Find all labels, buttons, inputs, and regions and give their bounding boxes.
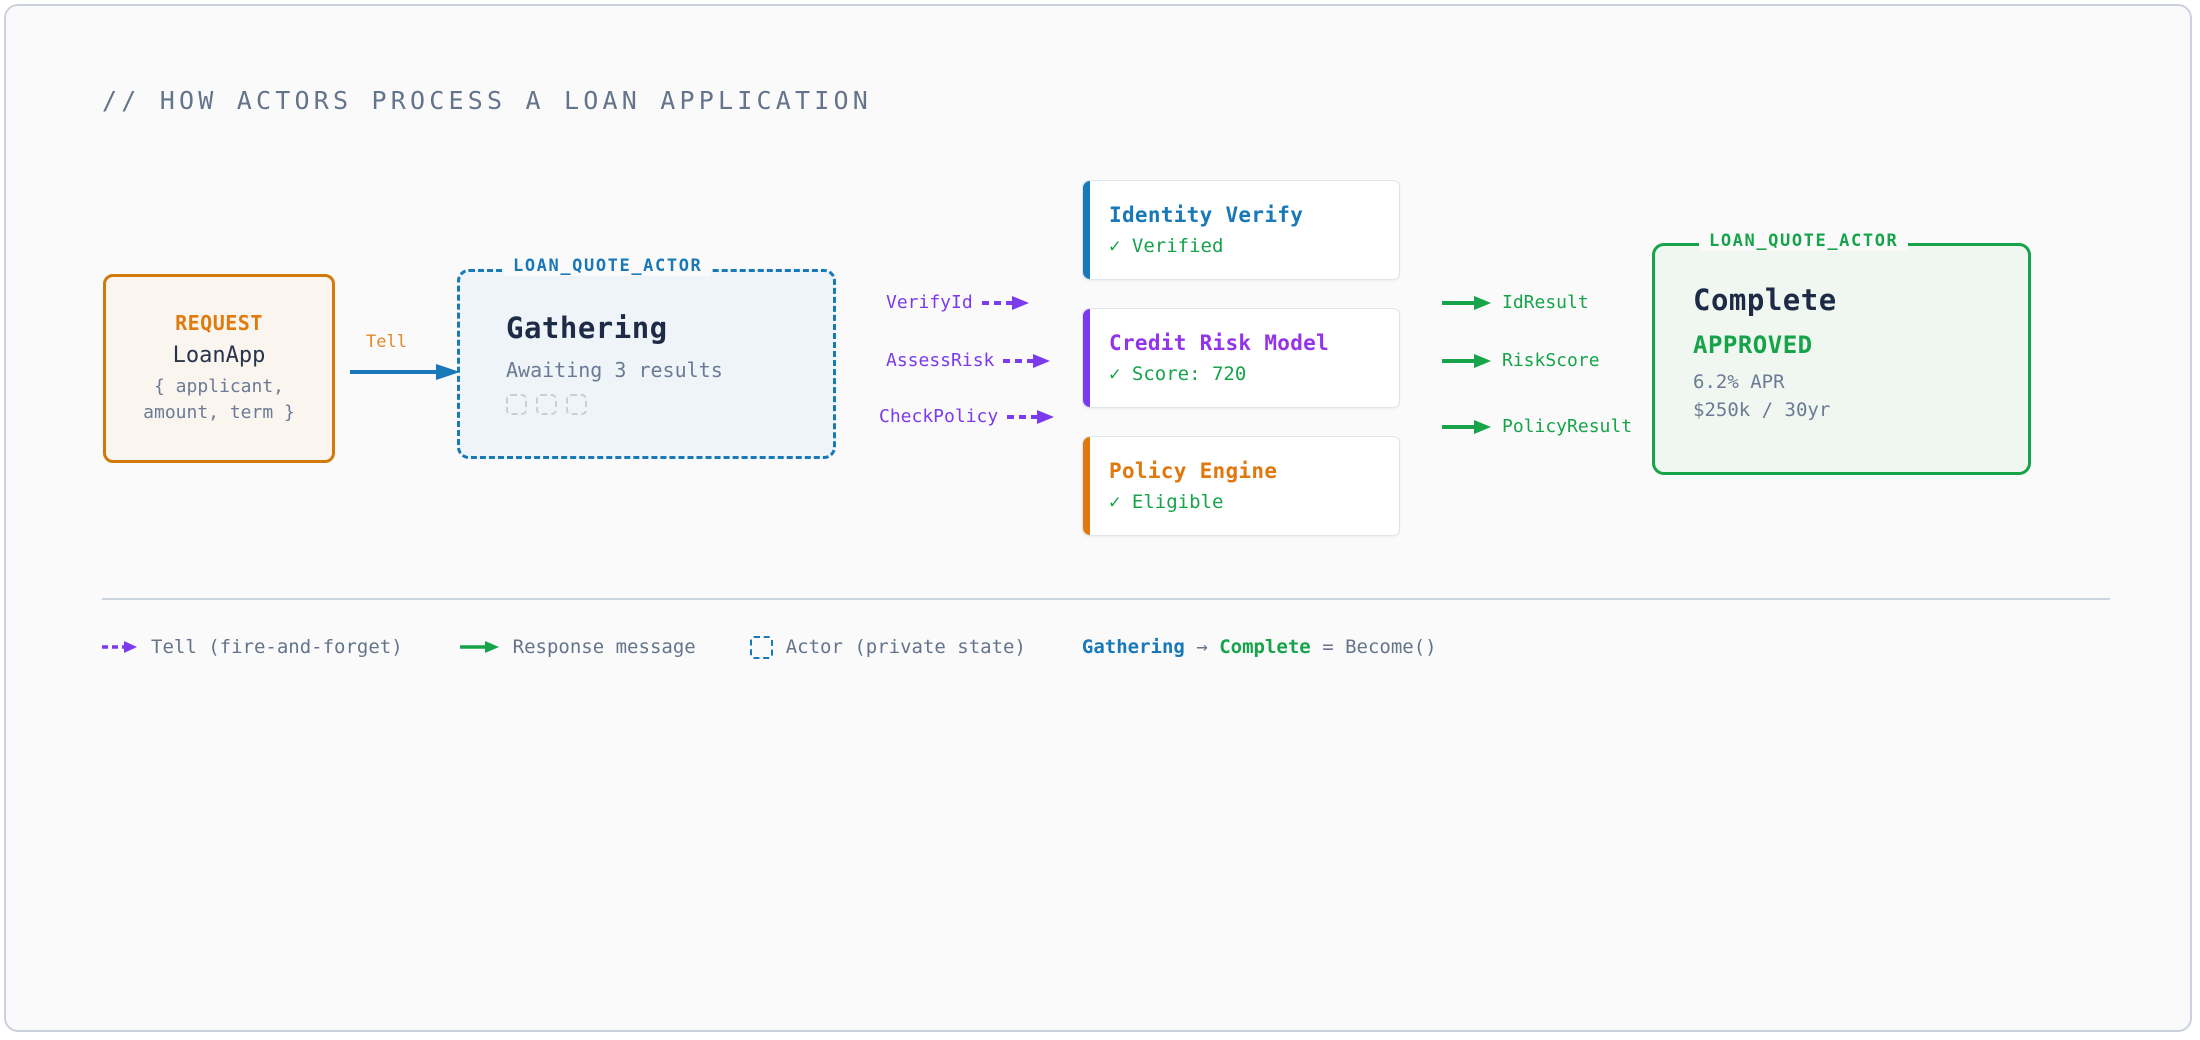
legend-item-become: Gathering → Complete = Become() [1082,636,1437,658]
worker-result: ✓ Score: 720 [1109,363,1247,385]
legend-label-response: Response message [512,636,696,658]
tell-arrow-icon [350,364,460,380]
diagram-canvas: // HOW ACTORS PROCESS A LOAN APPLICATION… [4,4,2192,1032]
decision-badge: APPROVED [1693,331,1813,359]
tell-message-assessrisk: AssessRisk [886,350,1051,371]
worker-card-policy-engine: Policy Engine ✓ Eligible [1082,436,1400,536]
pending-slot [566,394,587,415]
request-kind-label: REQUEST [175,310,263,335]
dashed-square-icon [749,635,773,659]
legend-divider [102,598,2110,600]
legend-become-equation: = Become() [1322,636,1437,658]
legend-state-from: Gathering [1081,636,1185,658]
actor-state-complete: Complete [1693,283,1837,317]
pending-slot [506,394,527,415]
legend-item-response: Response message [459,636,696,658]
dashed-arrow-icon [102,641,137,653]
request-payload-line-2: amount, term } [143,402,295,423]
tell-message-label: CheckPolicy [879,406,999,427]
response-message-label: IdResult [1502,292,1589,313]
response-message-label: RiskScore [1502,350,1600,371]
actor-box-complete: LOAN_QUOTE_ACTOR Complete APPROVED 6.2% … [1652,231,2031,475]
response-message-riskscore: RiskScore [1442,350,1600,371]
pending-slot [536,394,557,415]
response-message-idresult: IdResult [1442,292,1589,313]
solid-arrow-icon [1442,295,1491,310]
tell-edge-label: Tell [366,332,407,352]
worker-result: ✓ Verified [1109,235,1224,257]
worker-title: Credit Risk Model [1109,331,1330,355]
dashed-arrow-icon [981,295,1029,310]
loan-terms-line-1: 6.2% APR [1693,371,1785,393]
tell-message-checkpolicy: CheckPolicy [879,406,1055,427]
tell-message-label: AssessRisk [886,350,995,371]
response-message-label: PolicyResult [1502,416,1633,437]
response-message-policyresult: PolicyResult [1442,416,1632,437]
tell-message-verifyid: VerifyId [886,292,1030,313]
request-payload: { applicant, amount, term } [143,374,295,426]
legend-item-tell: Tell (fire-and-forget) [102,636,403,658]
worker-title: Policy Engine [1109,459,1278,483]
pending-slot-row [506,394,587,415]
actor-tag-gathering: LOAN_QUOTE_ACTOR [504,256,712,276]
request-type-label: LoanApp [172,342,266,368]
tell-edge: Tell [350,332,462,402]
tell-message-label: VerifyId [886,292,973,313]
legend: Tell (fire-and-forget) Response message … [102,632,1437,662]
request-payload-line-1: { applicant, [153,375,285,397]
request-card: REQUEST LoanApp { applicant, amount, ter… [103,274,335,463]
legend-arrow-glyph: → [1196,636,1208,658]
loan-terms: 6.2% APR $250k / 30yr [1693,369,1830,424]
dashed-arrow-icon [1007,409,1055,424]
solid-arrow-icon [1442,353,1491,368]
legend-state-to: Complete [1219,636,1311,658]
actor-substate-gathering: Awaiting 3 results [506,358,723,382]
page-title: // HOW ACTORS PROCESS A LOAN APPLICATION [102,86,873,115]
worker-title: Identity Verify [1109,203,1304,227]
solid-arrow-icon [1442,419,1491,434]
legend-label-actor: Actor (private state) [785,636,1026,658]
worker-result: ✓ Eligible [1109,491,1224,513]
worker-card-identity-verify: Identity Verify ✓ Verified [1082,180,1400,280]
solid-arrow-icon [459,641,499,653]
legend-item-actor: Actor (private state) [749,635,1026,659]
actor-box-gathering: LOAN_QUOTE_ACTOR Gathering Awaiting 3 re… [457,256,836,459]
actor-state-gathering: Gathering [506,311,668,345]
loan-terms-line-2: $250k / 30yr [1693,398,1831,421]
actor-tag-complete: LOAN_QUOTE_ACTOR [1699,231,1909,251]
worker-card-credit-risk-model: Credit Risk Model ✓ Score: 720 [1082,308,1400,408]
legend-label-tell: Tell (fire-and-forget) [151,636,403,658]
dashed-arrow-icon [1003,353,1051,368]
